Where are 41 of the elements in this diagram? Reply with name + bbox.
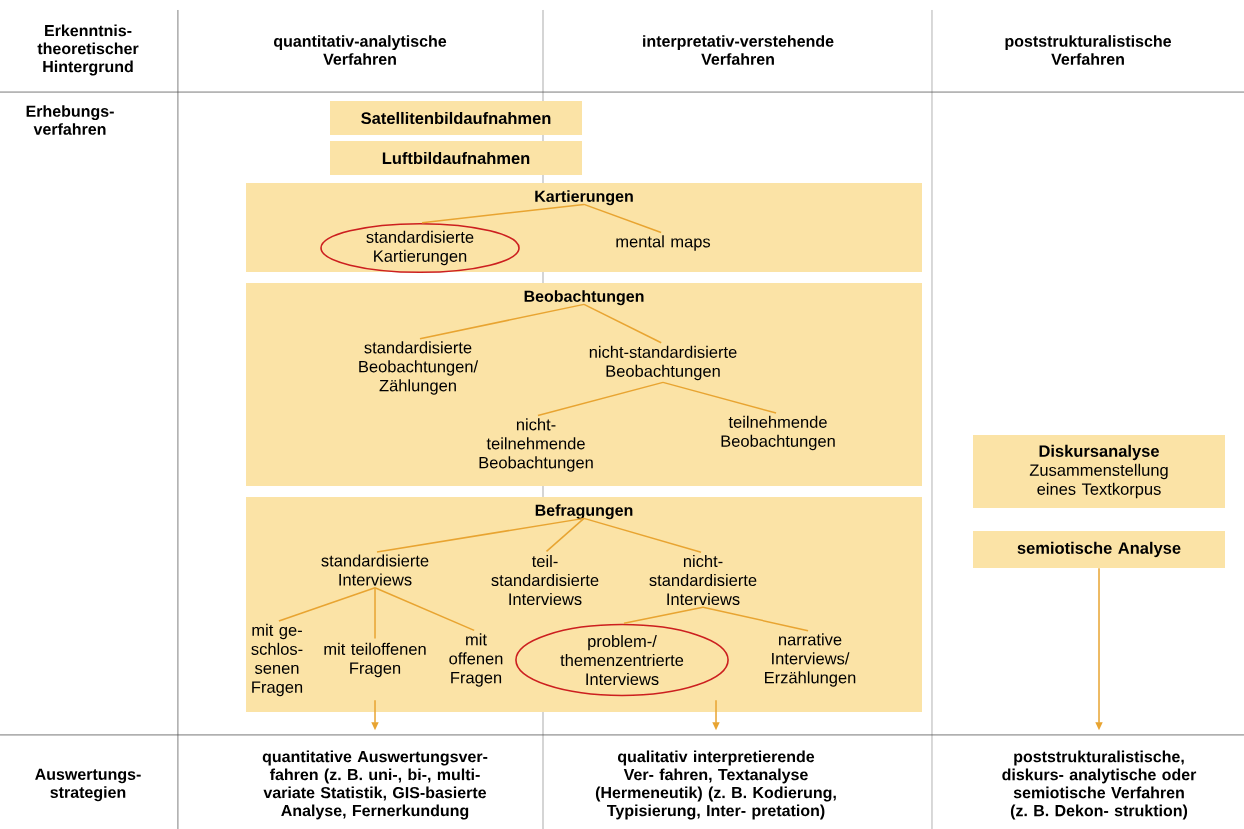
method-text: nicht-standardisierte Beobachtungen <box>589 345 737 381</box>
connector-line <box>583 517 702 553</box>
connector-line <box>421 203 585 224</box>
strategy-text: qualitativ interpretierende Ver- fahren, Textanalyse (Hermeneutik) (z. B. Kodierung, Typisierung, Inter- pretation) <box>595 750 836 820</box>
method-text: mit offenen Fragen <box>449 633 503 687</box>
strategy-text: quantitative Auswertungsver- fahren (z. B. uni-, bi-, multi- variate Statistik, GIS-basierte Analyse, Fernerkundung <box>262 750 488 820</box>
method-text: standardisierte Kartierungen <box>320 222 520 274</box>
connector-line <box>583 203 662 234</box>
method-text: teilnehmende Beobachtungen <box>721 415 835 451</box>
connector-line <box>662 381 777 414</box>
method-text: mental maps <box>616 235 711 251</box>
connector-line <box>376 517 585 553</box>
connector-line <box>545 517 585 553</box>
connector-line <box>583 303 662 344</box>
connector-line <box>374 587 376 640</box>
method-text: standardisierte Interviews <box>321 554 429 586</box>
method-text: mit teiloffenen Fragen <box>324 642 426 678</box>
method-box: Diskursanalyse Zusammenstellung eines Textkorpus <box>973 435 1225 508</box>
column-header: interpretativ-verstehende Verfahren <box>643 35 834 65</box>
method-text: standardisierte Beobachtungen/ Zählungen <box>359 341 479 395</box>
connector-line <box>278 587 376 622</box>
method-text: mit ge- schlos- senen Fragen <box>251 623 303 697</box>
connector-line <box>702 606 809 632</box>
method-box: semiotische Analyse <box>973 531 1225 568</box>
method-box: Luftbildaufnahmen <box>330 141 582 175</box>
column-header: quantitativ-analytische Verfahren <box>274 35 447 65</box>
row-header: Erhebungs- verfahren <box>26 105 114 135</box>
method-text: narrative Interviews/ Erzählungen <box>765 633 856 687</box>
column-header: Erkenntnis- theoretischer Hintergrund <box>37 24 139 76</box>
connector-line <box>419 303 585 340</box>
column-header: poststrukturalistische Verfahren <box>1005 35 1172 65</box>
method-box: Satellitenbildaufnahmen <box>330 101 582 135</box>
connector-line <box>537 381 664 417</box>
connector-line <box>623 606 704 625</box>
method-text: teil- standardisierte Interviews <box>491 554 599 606</box>
method-text: nicht- teilnehmende Beobachtungen <box>479 418 593 472</box>
method-text: nicht- standardisierte Interviews <box>649 554 757 606</box>
method-text: problem-/ themenzentrierte Interviews <box>515 623 729 697</box>
row-header: Auswertungs- strategien <box>35 768 141 802</box>
strategy-text: poststrukturalistische, diskurs- analytische oder semiotische Verfahren (z. B. Dekon- struktion) <box>1002 750 1197 820</box>
connector-line <box>374 587 475 632</box>
